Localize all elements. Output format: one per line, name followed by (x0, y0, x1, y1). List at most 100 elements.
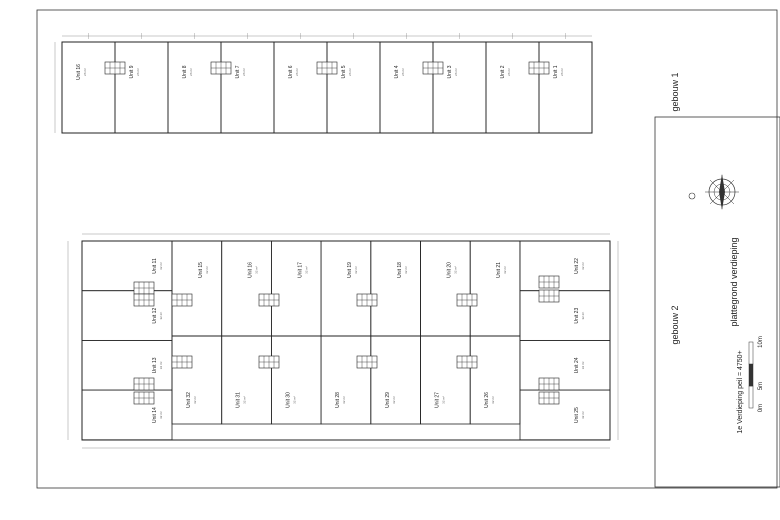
window-symbol (356, 293, 378, 307)
drawing-title: plattegrond verdieping (729, 237, 739, 326)
unit-area: 32 m² (342, 396, 346, 404)
unit-room (81, 389, 173, 441)
unit-label: Unit 12 (152, 308, 158, 324)
sheet-border (36, 9, 778, 489)
unit-room (519, 339, 611, 391)
unit-room (171, 335, 223, 425)
unit-label: Unit 29 (385, 392, 391, 408)
unit-room (273, 41, 328, 134)
unit-area: 32 m² (304, 266, 308, 274)
window-symbol (538, 275, 560, 289)
unit-area: 26 m² (295, 68, 299, 76)
unit-label: Unit 27 (435, 392, 441, 408)
building-2-label: gebouw 2 (670, 305, 680, 344)
unit-area: 32 m² (159, 362, 163, 370)
unit-area: 32 m² (454, 266, 458, 274)
unit-area: 26 m² (348, 68, 352, 76)
unit-room (379, 41, 434, 134)
unit-label: Unit 20 (447, 262, 453, 278)
unit-room (538, 41, 593, 134)
unit-room (220, 41, 275, 134)
unit-area: 32 m² (193, 396, 197, 404)
unit-area: 32 m² (581, 262, 585, 270)
title-block-frame (654, 116, 780, 488)
unit-area: 32 m² (243, 396, 247, 404)
window-symbol (538, 391, 560, 405)
window-symbol (258, 293, 280, 307)
north-arrow-compass (688, 174, 739, 210)
unit-label: Unit 28 (335, 392, 341, 408)
unit-label: Unit 32 (186, 392, 192, 408)
unit-area: 32 m² (581, 411, 585, 419)
unit-room (326, 41, 381, 134)
unit-area: 26 m² (242, 68, 246, 76)
unit-room (519, 290, 611, 341)
unit-room (270, 335, 322, 425)
unit-room (469, 335, 521, 425)
unit-area: 32 m² (581, 312, 585, 320)
unit-room (167, 41, 222, 134)
unit-area: 26 m² (136, 68, 140, 76)
window-symbol (456, 355, 478, 369)
unit-label: Unit 5 (341, 65, 347, 78)
unit-area: 26 m² (454, 68, 458, 76)
building-1-label: gebouw 1 (670, 72, 680, 111)
window-symbol (456, 293, 478, 307)
scale-bar: 0m 5m 10m (748, 336, 764, 412)
unit-area: 32 m² (205, 266, 209, 274)
unit-label: Unit 1 (553, 65, 559, 78)
unit-room (519, 240, 611, 292)
window-symbol (538, 377, 560, 391)
unit-area: 32 m² (491, 396, 495, 404)
unit-label: Unit 14 (152, 407, 158, 423)
unit-area: 32 m² (404, 266, 408, 274)
unit-room (370, 335, 421, 425)
window-symbol (171, 355, 193, 369)
window-symbol (356, 355, 378, 369)
window-symbol (133, 293, 155, 307)
unit-label: Unit 22 (574, 258, 580, 274)
window-symbol (538, 289, 560, 303)
window-symbol (210, 61, 232, 75)
unit-room (420, 335, 471, 425)
unit-room (61, 41, 116, 134)
unit-label: Unit 17 (297, 262, 303, 278)
unit-label: Unit 15 (198, 262, 204, 278)
window-symbol (104, 61, 126, 75)
unit-label: Unit 9 (129, 65, 135, 78)
unit-label: Unit 31 (236, 392, 242, 408)
unit-label: Unit 23 (574, 308, 580, 324)
scale-label-10: 10m (758, 336, 764, 348)
unit-label: Unit 6 (288, 65, 294, 78)
unit-label: Unit 11 (152, 258, 158, 274)
window-symbol (316, 61, 338, 75)
unit-room (370, 240, 421, 337)
unit-label: Unit 16 (76, 64, 82, 80)
unit-label: Unit 26 (484, 392, 490, 408)
unit-label: Unit 24 (574, 357, 580, 373)
unit-area: 26 m² (560, 68, 564, 76)
unit-label: Unit 2 (500, 65, 506, 78)
window-symbol (171, 293, 193, 307)
scale-label-5: 5m (758, 382, 764, 390)
unit-area: 32 m² (159, 411, 163, 419)
window-symbol (528, 61, 550, 75)
unit-label: Unit 3 (447, 65, 453, 78)
unit-label: Unit 21 (496, 262, 502, 278)
scale-label-0: 0m (758, 404, 764, 412)
unit-room (420, 240, 471, 337)
unit-area: 32 m² (159, 312, 163, 320)
unit-room (469, 240, 521, 337)
unit-room (519, 389, 611, 441)
unit-area: 32 m² (292, 396, 296, 404)
unit-label: Unit 13 (152, 357, 158, 373)
unit-label: Unit 30 (285, 392, 291, 408)
unit-area: 26 m² (401, 68, 405, 76)
window-symbol (133, 391, 155, 405)
unit-area: 32 m² (159, 262, 163, 270)
window-symbol (258, 355, 280, 369)
unit-label: Unit 4 (394, 65, 400, 78)
